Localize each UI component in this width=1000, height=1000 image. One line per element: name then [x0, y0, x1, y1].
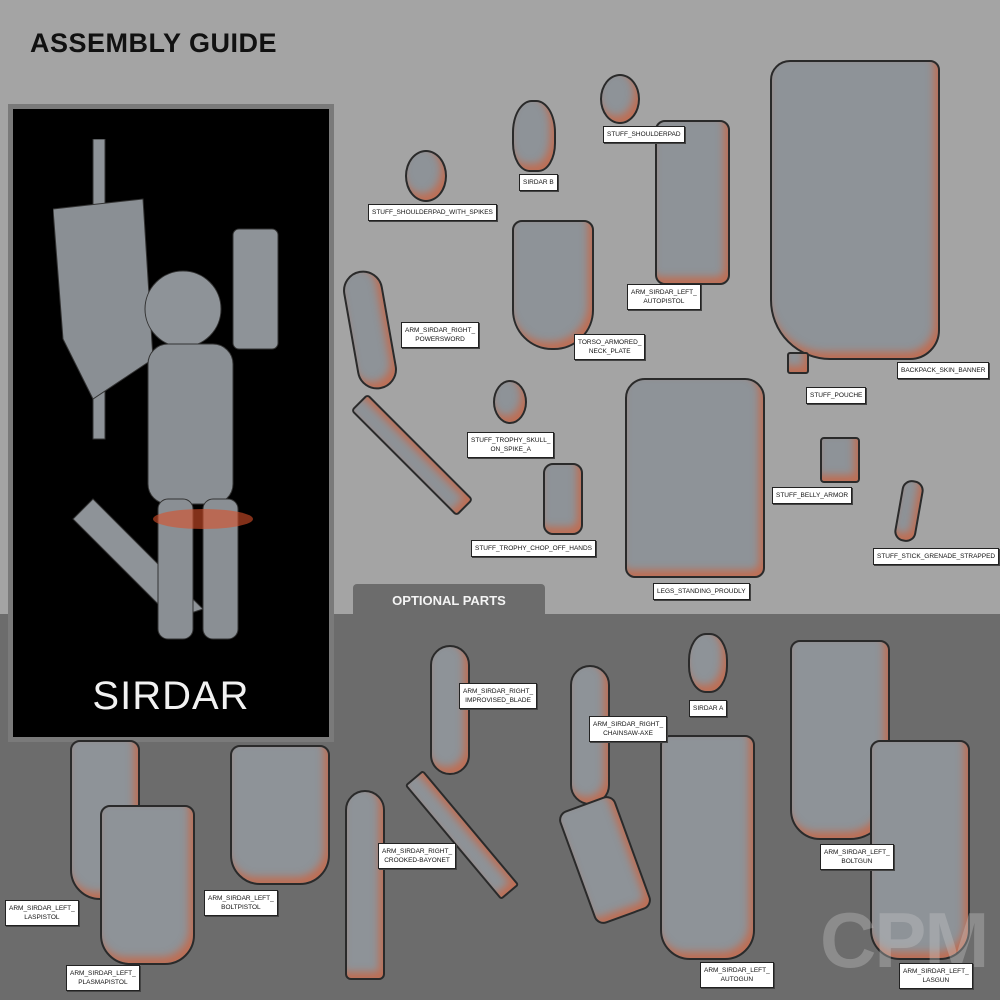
optional-part-label: ARM_SIRDAR_LEFT_PLASMAPISTOL — [66, 965, 140, 991]
part-label: SIRDAR B — [519, 174, 558, 191]
character-name: SIRDAR — [92, 674, 250, 718]
pouche-part — [787, 352, 809, 374]
assembled-miniature-image — [53, 139, 279, 640]
spiked-shoulderpad-part — [405, 150, 447, 202]
part-label: STUFF_TROPHY_CHOP_OFF_HANDS — [471, 540, 597, 557]
improvised-blade-arm-part — [430, 645, 470, 775]
character-preview-panel: SIRDAR — [8, 104, 334, 742]
torso-part — [512, 220, 594, 350]
legs-part — [625, 378, 765, 578]
autopistol-arm-part — [655, 120, 730, 285]
part-label: BACKPACK_SKIN_BANNER — [897, 362, 990, 379]
optional-part-label: ARM_SIRDAR_LEFT_AUTOGUN — [700, 962, 774, 988]
optional-part-label: ARM_SIRDAR_LEFT_BOLTGUN — [820, 844, 894, 870]
part-label: STUFF_STICK_GRENADE_STRAPPED — [873, 548, 1000, 565]
boltpistol-arm-part — [230, 745, 330, 885]
part-label: ARM_SIRDAR_LEFT_AUTOPISTOL — [627, 284, 701, 310]
part-label: STUFF_SHOULDERPAD — [603, 126, 685, 143]
optional-part-label: ARM_SIRDAR_LEFT_LASPISTOL — [5, 900, 79, 926]
part-label: TORSO_ARMORED_NECK_PLATE — [574, 334, 646, 360]
chopped-hands-part — [543, 463, 583, 535]
belly-armor-part — [820, 437, 860, 483]
part-label: LEGS_STANDING_PROUDLY — [653, 583, 750, 600]
shoulderpad-part — [600, 74, 640, 124]
page-title: ASSEMBLY GUIDE — [30, 28, 278, 58]
optional-part-label: ARM_SIRDAR_RIGHT_CROOKED-BAYONET — [378, 843, 457, 869]
autogun-arm-part — [660, 735, 755, 960]
optional-parts-tab: OPTIONAL PARTS — [353, 584, 545, 615]
part-label: ARM_SIRDAR_RIGHT_POWERSWORD — [401, 322, 480, 348]
part-label: STUFF_SHOULDERPAD_WITH_SPIKES — [368, 204, 497, 221]
optional-part-label: ARM_SIRDAR_RIGHT_IMPROVISED_BLADE — [459, 683, 538, 709]
skull-trophy-part — [493, 380, 527, 424]
head-sirdar-a-part — [688, 633, 728, 693]
crooked-bayonet-arm-part — [345, 790, 385, 980]
optional-part-label: SIRDAR A — [689, 700, 728, 717]
part-label: STUFF_BELLY_ARMOR — [772, 487, 853, 504]
plasmapistol-arm-part — [100, 805, 195, 965]
optional-part-label: ARM_SIRDAR_LEFT_BOLTPISTOL — [204, 890, 278, 916]
part-label: STUFF_POUCHE — [806, 387, 867, 404]
optional-part-label: ARM_SIRDAR_RIGHT_CHAINSAW-AXE — [589, 716, 668, 742]
head-sirdar-b-part — [512, 100, 556, 172]
skin-banner-part — [770, 60, 940, 360]
part-label: STUFF_TROPHY_SKULL_ON_SPIKE_A — [467, 432, 555, 458]
optional-part-label: ARM_SIRDAR_LEFT_LASGUN — [899, 963, 973, 989]
